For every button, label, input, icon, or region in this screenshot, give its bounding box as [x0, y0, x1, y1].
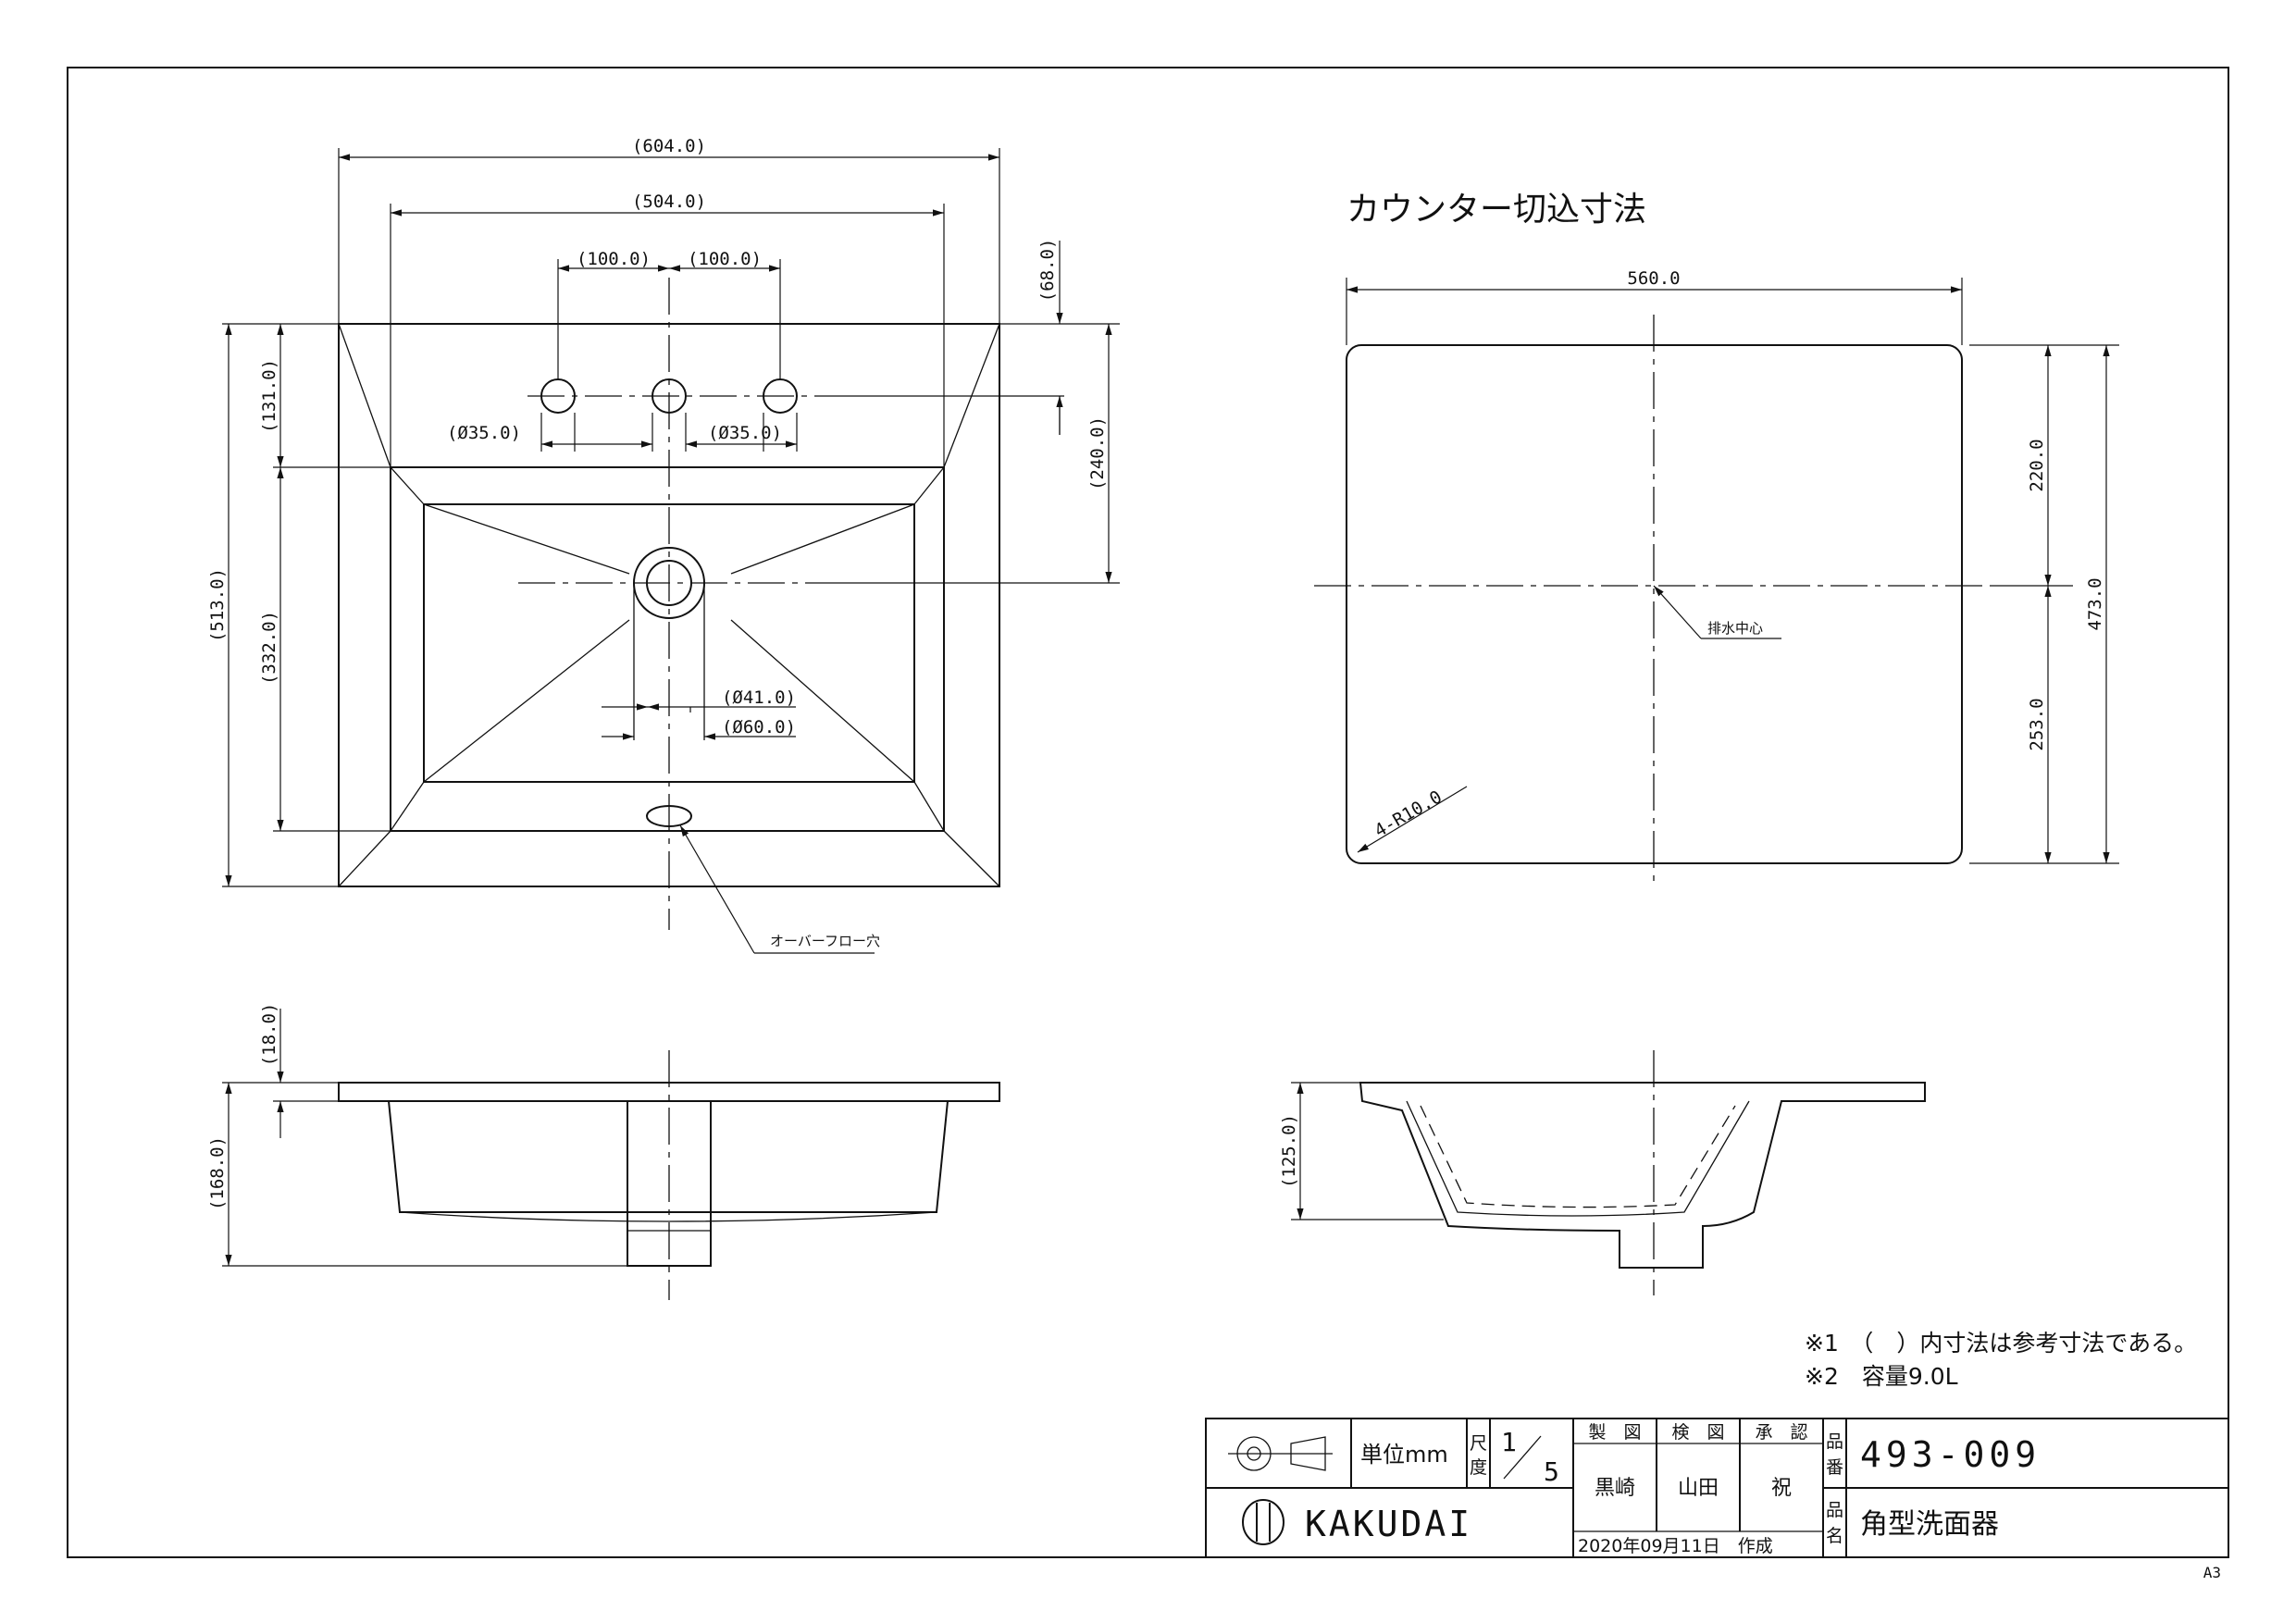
unit-label: 単位mm — [1360, 1442, 1448, 1468]
overflow-hole — [646, 805, 692, 827]
dim-drain-outer: (Ø60.0) — [722, 717, 796, 737]
scale-numerator: 1 — [1501, 1427, 1517, 1457]
company-name: KAKUDAI — [1305, 1504, 1472, 1544]
drawn-label: 製 図 — [1588, 1422, 1641, 1443]
creation-date: 2020年09月11日 作成 — [1578, 1536, 1773, 1556]
dim-cut-width: 560.0 — [1627, 268, 1680, 289]
drawn-by: 黒崎 — [1595, 1477, 1635, 1500]
dim-bowl-width: (504.0) — [632, 192, 706, 212]
sheet-size-label: A3 — [2203, 1564, 2221, 1581]
projection-symbol-icon — [1228, 1436, 1333, 1471]
dim-cut-total: 473.0 — [2085, 577, 2105, 630]
dim-bowl-depth: (332.0) — [259, 611, 279, 685]
dim-hole-pitch-left: (100.0) — [577, 249, 651, 269]
dim-drain-inner: (Ø41.0) — [722, 688, 796, 708]
side-bowl — [388, 1100, 949, 1213]
approved-by: 祝 — [1771, 1477, 1792, 1500]
checked-by: 山田 — [1678, 1477, 1719, 1500]
dim-hole-dia-left: (Ø35.0) — [447, 423, 521, 443]
part-no-label-2: 番 — [1826, 1457, 1843, 1478]
dim-hole-dia-right: (Ø35.0) — [708, 423, 782, 443]
dim-overall-width: (604.0) — [632, 136, 706, 156]
drain-inner — [646, 560, 692, 606]
dim-total-height: (168.0) — [207, 1136, 228, 1210]
counter-cut-view: カウンター切込寸法 560.0 220.0 253.0 473.0 排水中心 4… — [1314, 191, 2119, 888]
side-drain — [627, 1100, 712, 1267]
dim-rim-thickness: (18.0) — [259, 1003, 279, 1067]
faucet-hole-center — [652, 378, 687, 414]
dim-cut-back: 220.0 — [2027, 439, 2047, 491]
scale-label-2: 度 — [1470, 1457, 1487, 1478]
bowl-rim — [390, 466, 945, 832]
scale-label-1: 尺 — [1470, 1433, 1487, 1454]
note-2: ※2 容量9.0L — [1805, 1363, 1958, 1390]
section-view: (125.0) — [1279, 1050, 1926, 1295]
title-block: 単位mm 尺 度 1 5 製 図 検 図 承 認 黒崎 山田 祝 品 番 493… — [1205, 1418, 2229, 1558]
drain-center-label: 排水中心 — [1707, 620, 1763, 637]
top-view: オーバーフロー穴 (604.0) (504.0) (100.0) (100.0)… — [207, 136, 1120, 954]
part-no-label-1: 品 — [1826, 1431, 1843, 1452]
dim-overall-depth: (513.0) — [207, 568, 228, 642]
approved-label: 承 認 — [1755, 1422, 1807, 1443]
part-name-label-1: 品 — [1826, 1500, 1843, 1520]
side-view: (18.0) (168.0) — [207, 1003, 1000, 1300]
part-name-label-2: 名 — [1826, 1526, 1843, 1546]
dim-rim-depth: (131.0) — [259, 359, 279, 433]
counter-cut-title: カウンター切込寸法 — [1347, 191, 1646, 229]
part-number: 493-009 — [1860, 1434, 2041, 1475]
overflow-label: オーバーフロー穴 — [770, 933, 880, 949]
checked-label: 検 図 — [1671, 1422, 1724, 1443]
dim-corner-radius: 4-R10.0 — [1371, 787, 1446, 841]
part-name: 角型洗面器 — [1860, 1508, 1999, 1541]
scale-denominator: 5 — [1544, 1456, 1559, 1487]
sheet-border — [67, 67, 2229, 1558]
dim-cut-front: 253.0 — [2027, 698, 2047, 750]
notes: ※1 （ ）内寸法は参考寸法である。 ※2 容量9.0L — [1805, 1330, 2197, 1390]
dim-hole-offset: (68.0) — [1037, 239, 1058, 303]
kakudai-logo-icon — [1242, 1499, 1285, 1545]
dim-drain-offset: (240.0) — [1087, 416, 1108, 490]
section-outline — [1359, 1082, 1926, 1269]
note-1: ※1 （ ）内寸法は参考寸法である。 — [1805, 1330, 2197, 1357]
dim-hole-pitch-right: (100.0) — [688, 249, 762, 269]
dim-bowl-height: (125.0) — [1279, 1114, 1299, 1188]
